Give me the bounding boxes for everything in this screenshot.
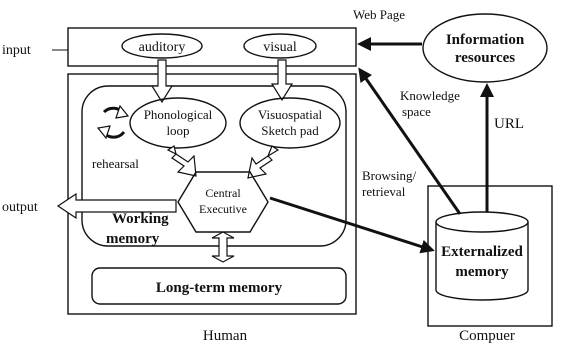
long-term-memory-label: Long-term memory: [156, 280, 283, 296]
visuospatial-line1: Visuospatial: [258, 107, 323, 122]
visual-down-arrow: [270, 59, 294, 102]
central-executive-line2: Executive: [199, 202, 247, 216]
auditory-down-arrow: [150, 59, 174, 104]
input-label: input: [2, 43, 31, 58]
information-resources-line1: Information: [446, 32, 525, 48]
auditory-label: auditory: [139, 40, 186, 55]
browsing-line2: retrieval: [362, 184, 406, 199]
computer-caption: Compuer: [459, 328, 515, 344]
information-resources-line2: resources: [455, 50, 515, 66]
visuospatial-sketchpad-oval: [239, 97, 341, 149]
phonological-executive-arrow: [166, 145, 197, 177]
central-executive-hexagon: [177, 171, 269, 233]
phonological-line1: Phonological: [144, 107, 213, 122]
visuospatial-executive-arrow: [247, 145, 280, 179]
rehearsal-loop-icon: [96, 104, 130, 140]
computer-box: [427, 185, 553, 327]
long-term-memory-box: [91, 267, 347, 305]
externalized-memory-line1: Externalized: [441, 244, 523, 260]
visual-label: visual: [263, 40, 297, 55]
phonological-loop-oval: [129, 97, 227, 149]
visuospatial-line2: Sketch pad: [261, 123, 319, 138]
auditory-oval: [121, 33, 203, 59]
knowledge-space-arrow: [358, 67, 462, 215]
web-page-input-bar: [67, 27, 357, 67]
output-label: output: [2, 200, 38, 215]
phonological-line2: loop: [166, 123, 189, 138]
working-memory-line1: Working: [112, 211, 169, 227]
externalized-memory-line2: memory: [455, 264, 509, 280]
central-executive-line1: Central: [205, 186, 241, 200]
externalized-memory-cylinder: [435, 211, 529, 301]
web-page-label: Web Page: [353, 7, 405, 22]
browsing-retrieval-arrow: [269, 196, 435, 254]
working-memory-box: [81, 85, 347, 247]
executive-longterm-arrow: [211, 231, 235, 263]
rehearsal-label: rehearsal: [92, 156, 139, 171]
visual-oval: [243, 33, 317, 59]
browsing-line1: Browsing/: [362, 168, 417, 183]
knowledge-space-line1: Knowledge: [400, 88, 460, 103]
information-resources-oval: [422, 13, 548, 83]
url-label: URL: [494, 116, 524, 132]
output-arrow: [56, 192, 177, 220]
human-box: [67, 73, 357, 315]
working-memory-line2: memory: [106, 231, 160, 247]
knowledge-space-line2: space: [402, 104, 431, 119]
human-caption: Human: [203, 328, 248, 344]
